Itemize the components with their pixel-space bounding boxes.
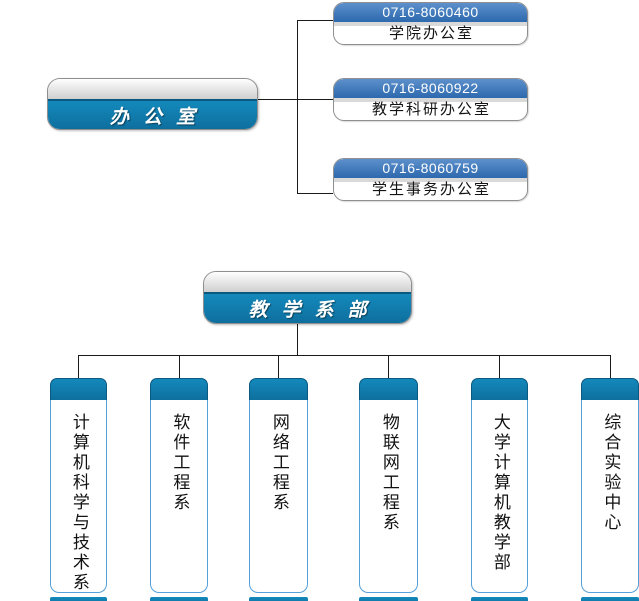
node-label-area: 大学计算机教学部 [471,400,528,593]
connector-dept-trunk-line [297,324,298,355]
office-child-node-1: 0716-8060460 学院办公室 [333,2,528,45]
node-divider [334,22,527,26]
node-label-area: 网络工程系 [249,400,308,593]
node-gloss-highlight [48,79,257,99]
department-label-5: 大学计算机教学部 [490,413,510,573]
node-label-area: 教学系部 [204,292,411,323]
office-child-node-3: 0716-8060759 学生事务办公室 [333,158,528,201]
department-node-1: 计算机科学与技术系 [50,378,107,601]
node-footer [249,597,308,601]
connector-dept-stub-4 [388,355,389,379]
department-node-3: 网络工程系 [249,378,308,601]
node-cap [50,378,107,400]
connector-office-trunk-line [258,99,333,100]
node-cap [471,378,528,400]
office-child-node-2: 0716-8060922 教学科研办公室 [333,78,528,121]
node-footer [150,597,208,601]
node-cap [249,378,308,400]
node-footer [581,597,639,601]
node-footer [50,597,107,601]
departments-root-node: 教学系部 [203,271,412,324]
node-label-area: 办公室 [48,99,257,129]
department-node-2: 软件工程系 [150,378,208,601]
department-node-4: 物联网工程系 [359,378,418,601]
connector-dept-stub-5 [499,355,500,379]
departments-root-label: 教学系部 [248,299,381,321]
node-footer [471,597,528,601]
node-label-area: 物联网工程系 [359,400,418,593]
office-child-label-1: 学院办公室 [388,25,474,42]
office-child-label-3: 学生事务办公室 [371,181,491,198]
node-divider [334,178,527,182]
connector-dept-stub-3 [278,355,279,379]
office-child-label-2: 教学科研办公室 [371,101,491,118]
node-label-area: 综合实验中心 [581,400,639,593]
phone-number-3: 0716-8060759 [334,159,527,178]
connector-dept-stub-2 [179,355,180,379]
phone-number-2: 0716-8060922 [334,79,527,98]
node-cap [581,378,639,400]
department-node-6: 综合实验中心 [581,378,639,601]
department-label-1: 计算机科学与技术系 [69,413,89,593]
department-label-6: 综合实验中心 [601,413,621,533]
node-label-area: 软件工程系 [150,400,208,593]
connector-dept-stub-1 [78,355,79,379]
office-root-label: 办公室 [109,105,209,128]
department-label-3: 网络工程系 [269,413,289,513]
department-label-2: 软件工程系 [170,413,190,513]
node-gloss-highlight [204,272,411,292]
office-root-node: 办公室 [47,78,258,130]
node-divider [334,98,527,102]
connector-dept-stub-6 [610,355,611,379]
department-node-5: 大学计算机教学部 [471,378,528,601]
node-footer [359,597,418,601]
connector-office-vertical-line [297,20,298,194]
phone-number-1: 0716-8060460 [334,3,527,22]
node-cap [150,378,208,400]
node-label-area: 计算机科学与技术系 [50,400,107,593]
connector-dept-horizontal-line [78,355,610,356]
connector-office-stub-1 [297,20,333,21]
connector-office-stub-3 [297,193,333,194]
node-cap [359,378,418,400]
department-label-4: 物联网工程系 [379,413,399,533]
